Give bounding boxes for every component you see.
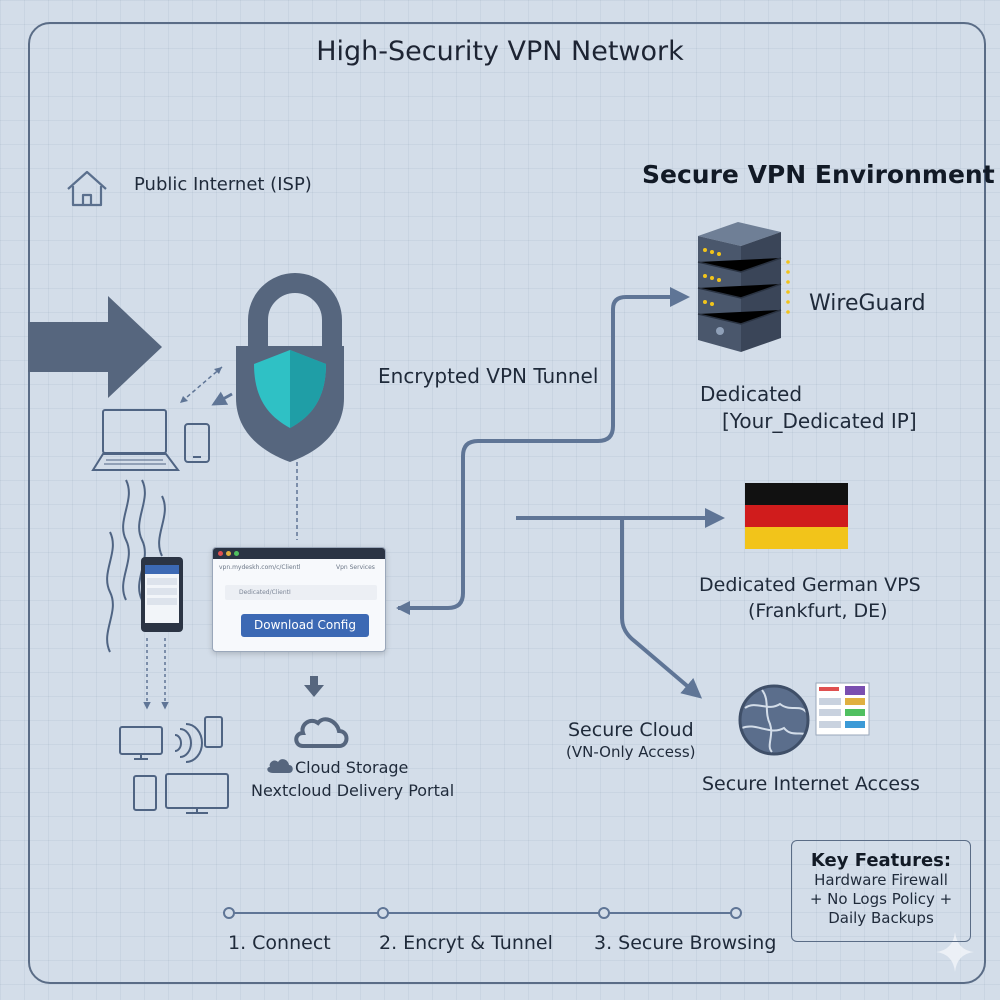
germany-flag-icon	[745, 483, 848, 549]
device-dashed-arrows	[143, 638, 169, 710]
smartphone-icon	[184, 423, 210, 463]
internet-access-label: Secure Internet Access	[702, 773, 920, 795]
key-features-heading: Key Features:	[810, 850, 952, 871]
link-arrows-icon	[179, 366, 233, 406]
maximize-dot-icon[interactable]	[234, 551, 239, 556]
steps-timeline	[223, 907, 742, 919]
minimize-dot-icon[interactable]	[226, 551, 231, 556]
portal-field[interactable]: Dedicated/ClientI	[225, 585, 377, 600]
cloud-small-icon	[267, 759, 293, 773]
mobile-app-icon	[141, 557, 183, 632]
sparkle-icon	[936, 932, 974, 972]
vps-location: (Frankfurt, DE)	[748, 600, 888, 622]
delivery-portal-window: vpn.mydeskh.com/c/Clientl Vpn Services D…	[212, 547, 386, 652]
step-connect: 1. Connect	[228, 932, 331, 954]
padlock-shield-icon	[236, 273, 344, 462]
home-icon	[67, 170, 107, 207]
desktop-monitor-icon	[165, 773, 229, 814]
laptop-icon	[91, 409, 180, 471]
wireguard-label: WireGuard	[809, 291, 926, 316]
browser-titlebar	[213, 548, 385, 559]
step-secure-browsing: 3. Secure Browsing	[594, 932, 777, 954]
diagram-frame	[28, 22, 986, 984]
secure-cloud-access: (VN-Only Access)	[566, 743, 696, 761]
secure-cloud-label: Secure Cloud	[568, 719, 694, 741]
diagram-title: High-Security VPN Network	[316, 36, 684, 67]
isp-label: Public Internet (ISP)	[134, 174, 312, 195]
download-config-button[interactable]: Download Config	[241, 614, 369, 637]
tablet-icon	[133, 716, 223, 811]
portal-url[interactable]: vpn.mydeskh.com/c/Clientl	[219, 564, 301, 571]
service-tiles-icon	[815, 682, 870, 736]
dedicated-ip-label: Dedicated	[700, 382, 803, 406]
environment-title: Secure VPN Environment	[642, 160, 995, 189]
step-encrypt-tunnel: 2. Encryt & Tunnel	[379, 932, 553, 954]
vps-label: Dedicated German VPS	[699, 574, 921, 596]
incoming-arrow-icon	[28, 296, 162, 398]
globe-icon	[738, 684, 810, 756]
close-dot-icon[interactable]	[218, 551, 223, 556]
tunnel-to-wireguard-line	[398, 287, 690, 610]
download-arrow-icon	[304, 676, 324, 697]
tunnel-label: Encrypted VPN Tunnel	[378, 364, 599, 388]
wifi-signal-icon	[174, 723, 203, 763]
nextcloud-label: Nextcloud Delivery Portal	[251, 781, 455, 800]
cloud-icon	[294, 717, 349, 748]
server-rack-icon	[697, 222, 790, 352]
portal-side-label: Vpn Services	[336, 564, 375, 571]
monitor-icon	[119, 726, 163, 760]
key-features-box: Key Features: Hardware Firewall + No Log…	[791, 840, 971, 942]
feature-backups: Daily Backups	[828, 909, 934, 927]
to-cloud-line	[620, 518, 703, 699]
dedicated-ip-value: [Your_Dedicated IP]	[722, 409, 917, 433]
feature-firewall: Hardware Firewall	[814, 871, 948, 889]
feature-no-logs: + No Logs Policy +	[809, 890, 953, 908]
signal-waves-icon	[106, 479, 166, 653]
tunnel-to-portal-arrowhead	[396, 601, 410, 615]
cloud-storage-label: Cloud Storage	[295, 758, 409, 777]
